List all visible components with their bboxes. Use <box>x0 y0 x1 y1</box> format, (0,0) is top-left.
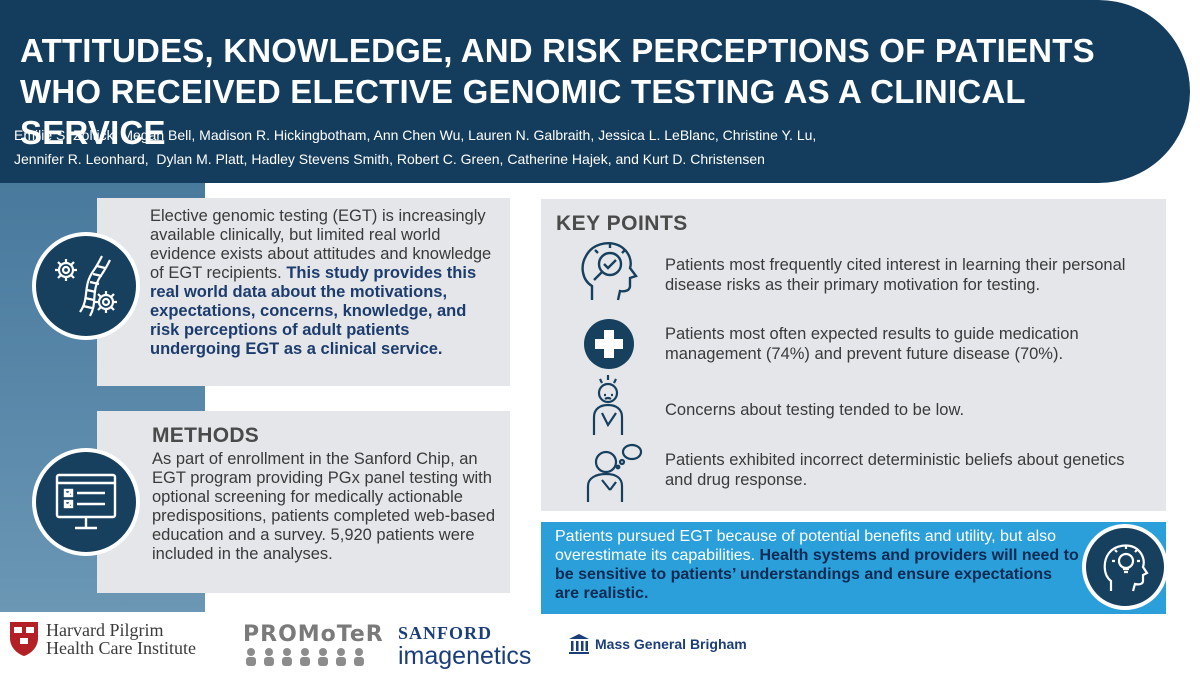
computer-checklist-icon <box>32 448 140 556</box>
worried-person-icon <box>586 373 634 442</box>
promoter-text: PROMoTeR <box>243 622 384 647</box>
summary-text-regular: Patients pursued EGT because of potentia… <box>555 528 1057 564</box>
page-title: ATTITUDES, KNOWLEDGE, AND RISK PERCEPTIO… <box>20 30 1150 153</box>
mgb-text: Mass General Brigham <box>595 636 747 652</box>
harvard-pilgrim-logo: Harvard Pilgrim Health Care Institute <box>8 620 196 658</box>
intro-text-regular: Elective genomic testing (EGT) is increa… <box>150 207 492 282</box>
methods-box <box>97 411 510 593</box>
intro-box <box>97 198 510 386</box>
header-banner <box>0 0 1190 183</box>
harvard-line-2: Health Care Institute <box>46 638 196 658</box>
authors-line-2: Jennifer R. Leonhard, Dylan M. Platt, Ha… <box>14 151 765 167</box>
people-row-icon <box>246 648 364 666</box>
head-lightbulb-icon <box>1082 524 1168 610</box>
methods-text: As part of enrollment in the Sanford Chi… <box>152 450 496 563</box>
harvard-line-1: Harvard Pilgrim <box>46 620 164 640</box>
harvard-pilgrim-text: Harvard Pilgrim Health Care Institute <box>46 621 196 657</box>
harvard-shield-icon <box>10 622 38 656</box>
mass-general-brigham-logo: Mass General Brigham <box>568 633 747 655</box>
key-point-3: Concerns about testing tended to be low. <box>665 401 965 419</box>
summary-text-bold: Health systems and providers will need t… <box>555 547 1079 602</box>
intro-text-bold: This study provides this real world data… <box>150 264 477 358</box>
authors-line-1: Emilie S. Zoltick, Megan Bell, Madison R… <box>14 127 817 143</box>
authors: Emilie S. Zoltick, Megan Bell, Madison R… <box>14 123 1014 171</box>
key-point-1: Patients most frequently cited interest … <box>665 256 1126 294</box>
dna-gears-icon <box>32 232 140 340</box>
sanford-imagenetics-logo: SANFORD imagenetics <box>398 623 532 670</box>
thinking-person-icon <box>584 440 644 509</box>
summary-box <box>541 522 1166 614</box>
medical-cross-icon <box>583 318 635 375</box>
key-points-box <box>541 199 1166 511</box>
key-point-4: Patients exhibited incorrect determinist… <box>665 451 1125 489</box>
title-line-1: ATTITUDES, KNOWLEDGE, AND RISK PERCEPTIO… <box>20 32 1095 69</box>
methods-heading: METHODS <box>152 424 260 447</box>
promoter-logo: PROMoTeR <box>243 622 384 668</box>
imagenetics-text: imagenetics <box>398 642 532 670</box>
columns-building-icon <box>569 634 589 654</box>
head-magnifier-icon <box>574 236 644 309</box>
sanford-text: SANFORD <box>398 623 493 643</box>
key-points-heading: KEY POINTS <box>556 212 688 235</box>
key-point-2: Patients most often expected results to … <box>665 325 1079 363</box>
summary-text: Patients pursued EGT because of potentia… <box>555 527 1080 603</box>
intro-text: Elective genomic testing (EGT) is increa… <box>150 207 500 359</box>
title-line-2: WHO RECEIVED ELECTIVE GENOMIC TESTING AS… <box>20 73 1026 151</box>
